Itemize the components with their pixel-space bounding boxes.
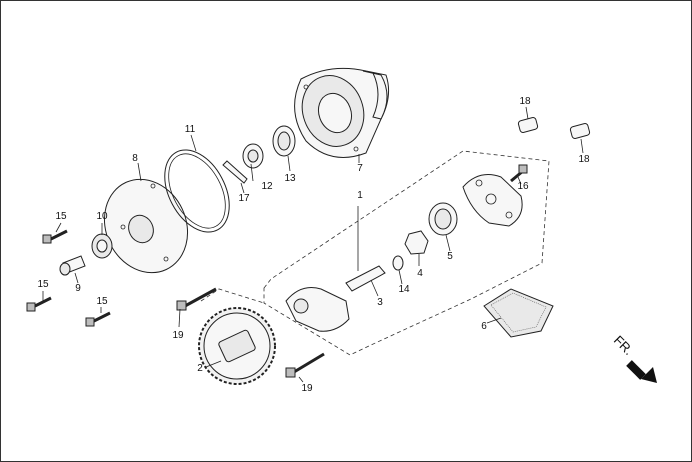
callout-18a: 18 [519, 96, 531, 107]
pump-housing-part [294, 67, 390, 158]
gear-boundary [200, 288, 265, 304]
pin-14-part [392, 255, 404, 271]
callout-15b: 15 [37, 279, 49, 290]
bolt-16-part [510, 164, 528, 183]
callout-19a: 19 [172, 330, 184, 341]
nut-part [242, 143, 264, 169]
outer-rotor-part [428, 202, 458, 236]
callout-14: 14 [398, 284, 410, 295]
dowel-18b [569, 123, 591, 139]
shaft-part [345, 265, 386, 292]
callout-9: 9 [75, 283, 81, 294]
assembly-boundary [263, 150, 550, 356]
drive-gear-part [198, 307, 276, 385]
callout-4: 4 [417, 268, 423, 279]
dowel-part [59, 255, 86, 276]
callout-19b: 19 [301, 383, 313, 394]
callout-3: 3 [377, 297, 383, 308]
callout-15a: 15 [55, 211, 67, 222]
bolt-15a [42, 229, 68, 244]
dowel-18a [517, 117, 539, 133]
bolt-19a [176, 287, 217, 311]
callout-6: 6 [481, 321, 487, 332]
oil-screen-part [483, 288, 554, 338]
pin-part [222, 160, 248, 184]
bolt-15b [26, 296, 52, 312]
callout-8: 8 [132, 153, 138, 164]
gasket-part [164, 149, 230, 233]
bolt-19b [285, 352, 325, 378]
callout-11: 11 [185, 124, 196, 135]
callout-10: 10 [96, 211, 108, 222]
callout-17: 17 [238, 193, 250, 204]
callout-1: 1 [357, 190, 363, 201]
callout-12: 12 [261, 181, 273, 192]
arrow-down-right-icon [633, 359, 657, 383]
bolt-15c [85, 311, 111, 327]
callout-13: 13 [284, 173, 296, 184]
callout-15c: 15 [96, 296, 108, 307]
callout-7: 7 [357, 163, 363, 174]
callout-16: 16 [517, 181, 529, 192]
pump-cover-part [103, 178, 189, 274]
leader-lines [42, 106, 584, 383]
callout-5: 5 [447, 251, 453, 262]
inner-rotor-part [404, 230, 429, 255]
callout-2: 2 [197, 363, 203, 374]
strainer-part [91, 233, 113, 259]
pump-body-part [285, 287, 350, 332]
front-label: FR. [611, 333, 636, 358]
washer-part [272, 125, 296, 157]
front-direction-indicator: FR. [611, 333, 657, 383]
pump-plate-part [462, 174, 523, 227]
callout-18b: 18 [578, 154, 590, 165]
